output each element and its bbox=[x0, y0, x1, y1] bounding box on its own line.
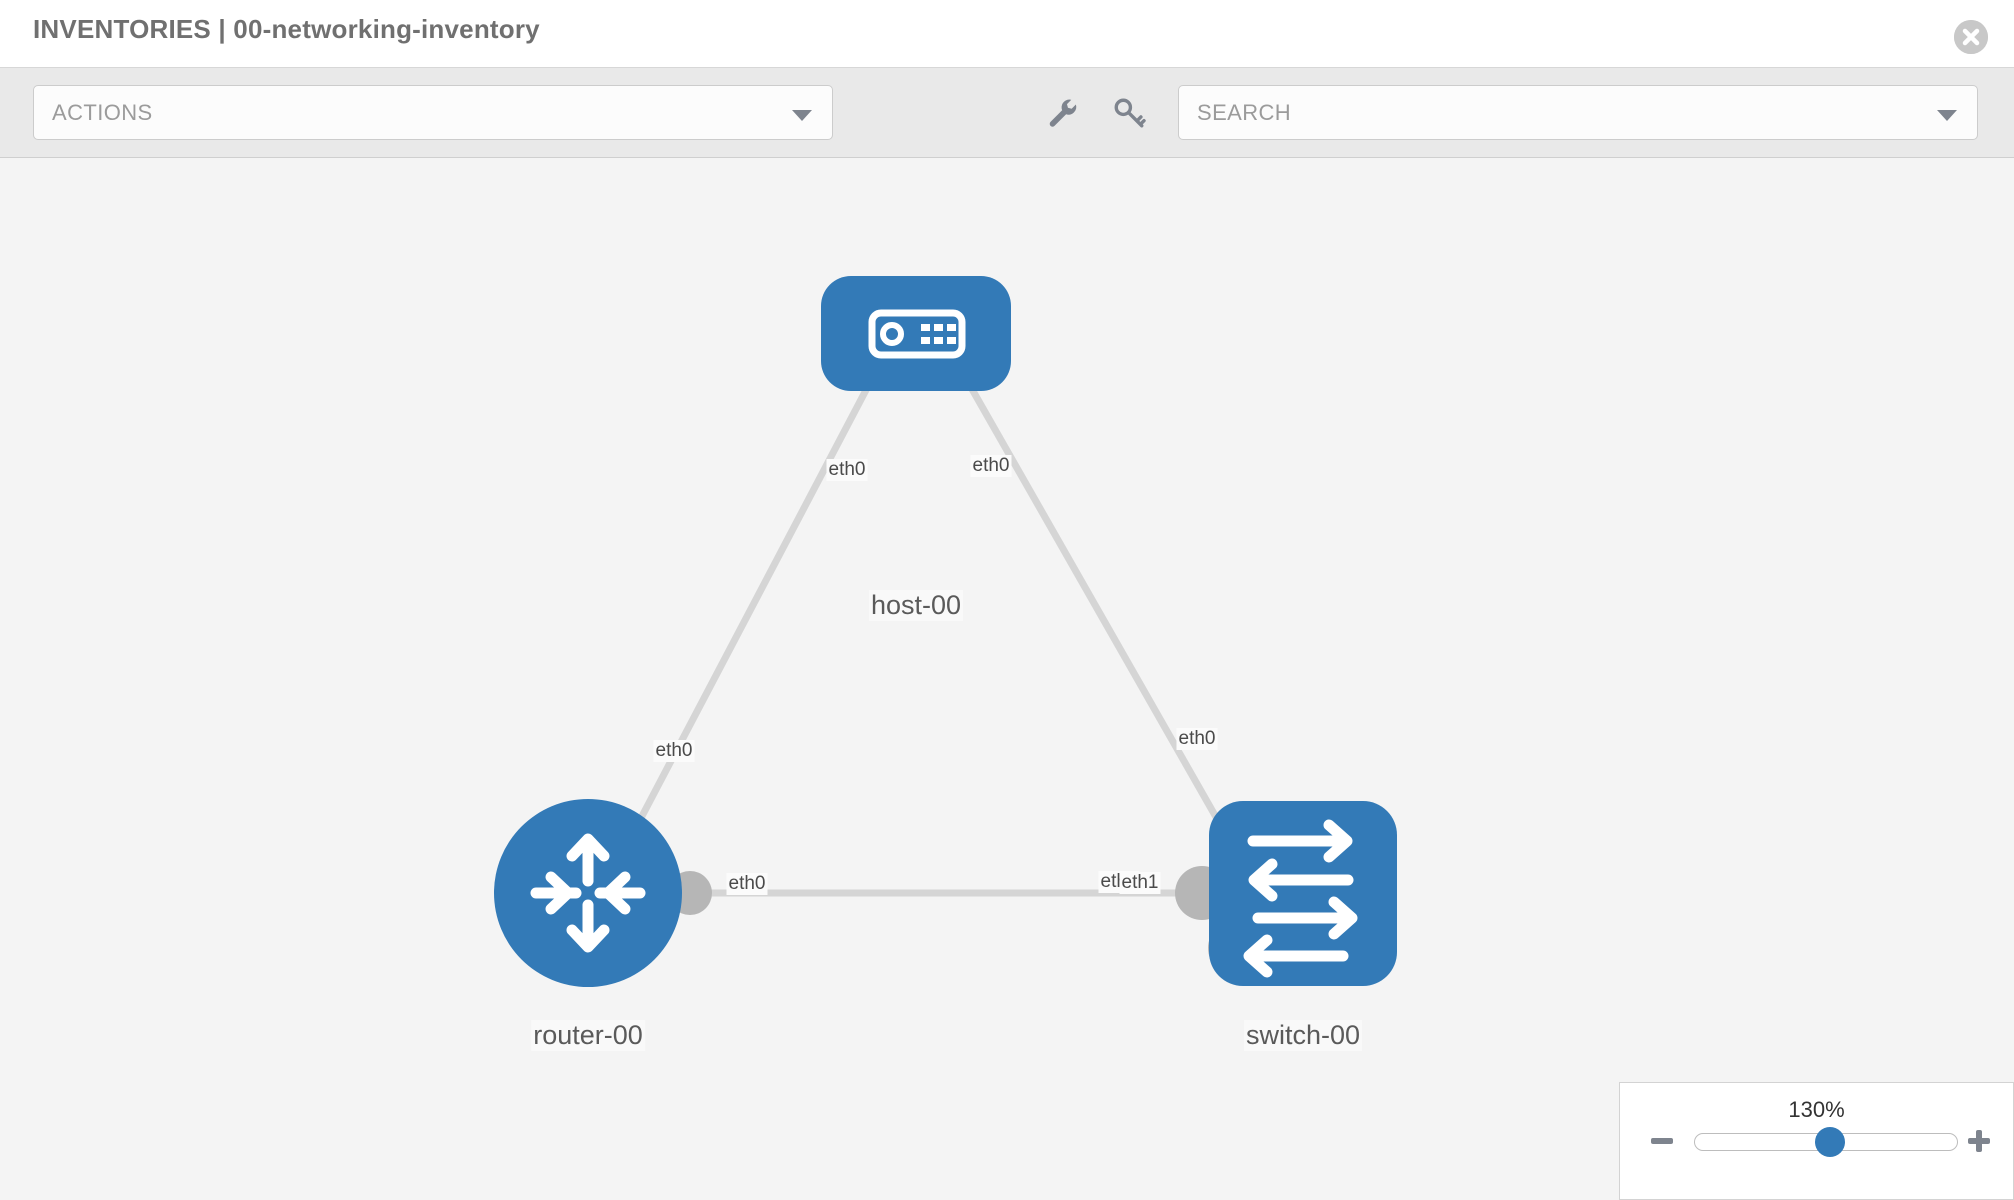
edge-host-switch[interactable] bbox=[936, 331, 1249, 870]
page-title: INVENTORIES | 00-networking-inventory bbox=[33, 14, 540, 44]
node-switch-00[interactable] bbox=[1209, 801, 1397, 986]
iface-label-host-right: eth0 bbox=[970, 455, 1012, 477]
node-label-host-00: host-00 bbox=[868, 590, 964, 621]
plus-icon bbox=[1968, 1130, 1990, 1152]
iface-label-switch-left: eth1 bbox=[1119, 872, 1161, 894]
search-placeholder: SEARCH bbox=[1197, 100, 1292, 125]
iface-label-router-right: eth0 bbox=[726, 873, 768, 895]
minus-icon bbox=[1651, 1138, 1673, 1144]
actions-dropdown-label: ACTIONS bbox=[52, 100, 153, 125]
page-header: INVENTORIES | 00-networking-inventory bbox=[0, 0, 2014, 68]
zoom-slider-thumb[interactable] bbox=[1815, 1127, 1845, 1157]
node-label-switch-00: switch-00 bbox=[1243, 1020, 1363, 1051]
node-host-00[interactable] bbox=[821, 276, 1011, 391]
node-router-00[interactable] bbox=[494, 799, 682, 987]
router-arrows-icon bbox=[530, 833, 646, 953]
switch-arrows-icon bbox=[1243, 819, 1358, 978]
edge-host-router[interactable] bbox=[616, 331, 900, 860]
node-label-router-00: router-00 bbox=[531, 1020, 645, 1051]
iface-label-switch-up: eth0 bbox=[1176, 728, 1218, 750]
close-button[interactable] bbox=[1954, 20, 1988, 54]
iface-label-router-up: eth0 bbox=[653, 740, 695, 762]
topology-graph bbox=[494, 276, 1397, 987]
actions-dropdown[interactable]: ACTIONS bbox=[33, 85, 833, 140]
zoom-out-button[interactable] bbox=[1648, 1127, 1676, 1155]
key-button[interactable] bbox=[1112, 96, 1146, 130]
chevron-down-icon[interactable] bbox=[1937, 110, 1957, 121]
key-icon bbox=[1114, 98, 1146, 128]
search-input[interactable]: SEARCH bbox=[1178, 85, 1978, 140]
toolbar: ACTIONS SEARCH bbox=[0, 68, 2014, 158]
server-icon bbox=[868, 309, 966, 359]
topology-canvas[interactable]: host-00 router-00 switch-00 eth0 eth0 et… bbox=[0, 158, 2014, 1200]
zoom-control: 130% bbox=[1619, 1082, 2014, 1200]
close-icon bbox=[1954, 20, 1988, 54]
zoom-level-label: 130% bbox=[1788, 1097, 1845, 1122]
chevron-down-icon bbox=[792, 110, 812, 121]
wrench-icon bbox=[1049, 99, 1077, 127]
zoom-in-button[interactable] bbox=[1965, 1127, 1993, 1155]
wrench-button[interactable] bbox=[1046, 96, 1080, 130]
iface-label-host-left: eth0 bbox=[826, 459, 868, 481]
